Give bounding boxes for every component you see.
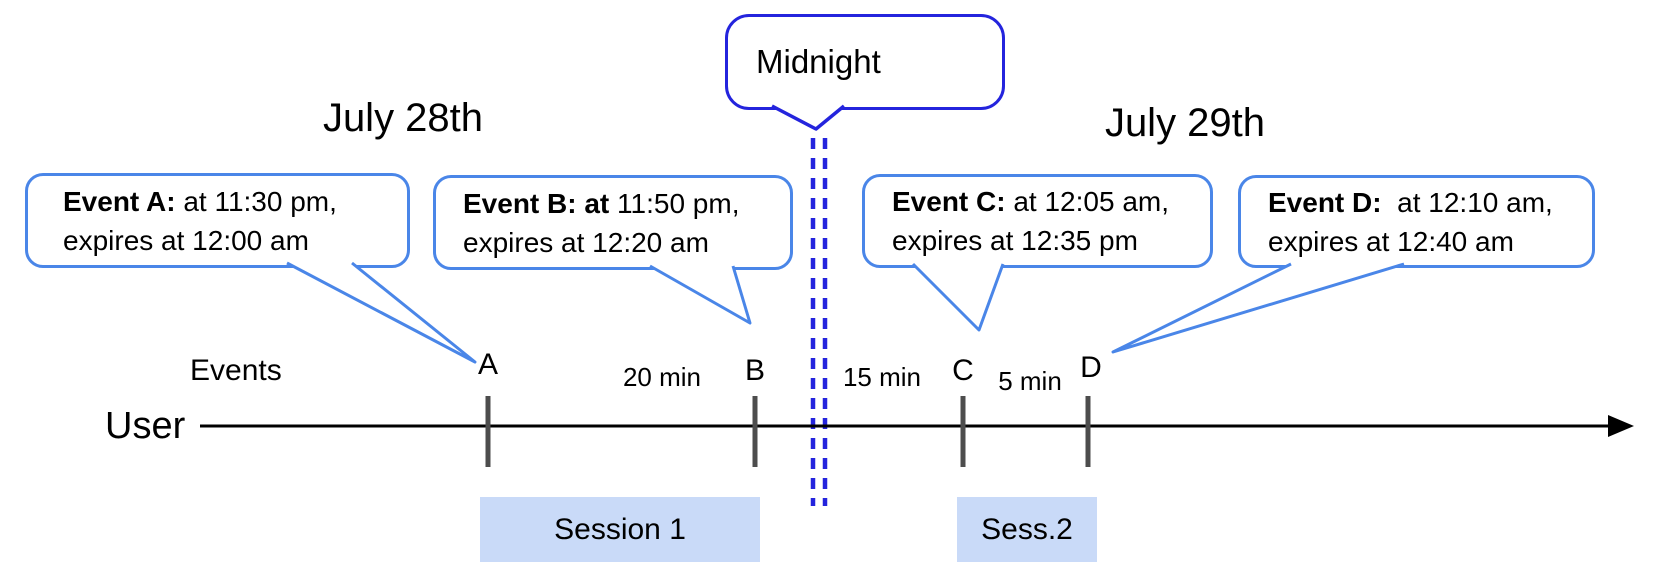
gap-label-5min: 5 min	[998, 366, 1062, 396]
date-label-july-28: July 28th	[322, 96, 484, 140]
event-d-time: at 12:10 am,	[1381, 186, 1553, 218]
event-c-callout-tail	[911, 262, 1005, 332]
tick-label-d: D	[1080, 351, 1102, 384]
event-b-line1: Event B: at 11:50 pm,	[463, 184, 790, 223]
event-d-callout: Event D: at 12:10 am, expires at 12:40 a…	[1238, 175, 1595, 268]
event-c-line2: expires at 12:35 pm	[892, 225, 1138, 256]
event-d-callout-tail	[1111, 262, 1405, 354]
event-a-time: at 11:30 pm,	[175, 185, 337, 217]
event-c-line1: Event C: at 12:05 am,	[892, 182, 1210, 221]
gap-label-15min: 15 min	[842, 362, 922, 392]
event-a-callout: Event A: at 11:30 pm, expires at 12:00 a…	[25, 173, 410, 268]
session-1-box: Session 1	[480, 497, 760, 562]
tick-label-c: C	[952, 354, 974, 387]
event-a-title: Event A:	[63, 185, 176, 217]
event-d-line2: expires at 12:40 am	[1268, 225, 1514, 257]
tick-label-a: A	[477, 348, 498, 381]
session-2-label: Sess.2	[981, 512, 1073, 546]
session-1-label: Session 1	[554, 512, 686, 546]
event-b-time: 11:50 pm,	[609, 187, 740, 219]
date-label-july-29: July 29th	[1104, 101, 1266, 145]
event-c-callout: Event C: at 12:05 am, expires at 12:35 p…	[862, 174, 1213, 268]
event-c-title: Event C:	[892, 186, 1006, 217]
user-axis-label: User	[105, 405, 186, 447]
event-d-line1: Event D: at 12:10 am,	[1268, 183, 1592, 222]
timeline-arrowhead-icon	[1608, 415, 1634, 437]
midnight-callout: Midnight	[725, 14, 1005, 110]
event-b-callout-tail	[649, 264, 752, 325]
event-a-line1: Event A: at 11:30 pm,	[63, 182, 407, 221]
event-b-title: Event B: at	[463, 187, 610, 219]
event-b-callout: Event B: at 11:50 pm, expires at 12:20 a…	[433, 175, 793, 270]
events-axis-label: Events	[190, 354, 282, 387]
event-b-line2: expires at 12:20 am	[463, 226, 709, 258]
tick-label-b: B	[744, 354, 765, 387]
event-a-callout-tail	[286, 261, 477, 364]
gap-label-20min: 20 min	[622, 362, 702, 392]
midnight-callout-label: Midnight	[756, 43, 881, 80]
session-2-box: Sess.2	[957, 497, 1097, 562]
event-a-line2: expires at 12:00 am	[63, 224, 309, 256]
event-c-time: at 12:05 am,	[1005, 186, 1170, 217]
event-d-title: Event D:	[1268, 186, 1382, 218]
